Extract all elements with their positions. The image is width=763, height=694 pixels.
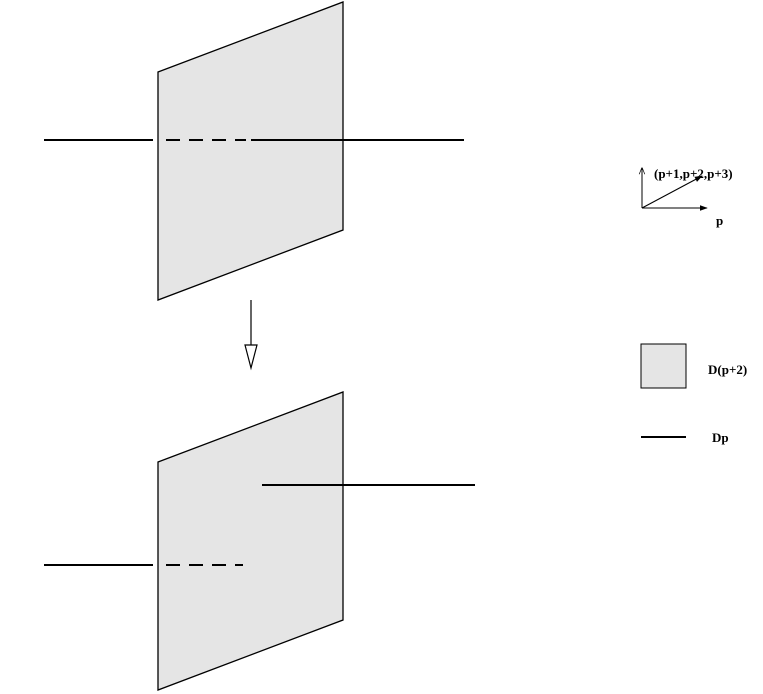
legend: D(p+2) Dp [640,343,747,445]
horizontal-axis-label: p [716,213,723,228]
transition-arrow [244,300,258,371]
transition-arrow-head [244,344,258,371]
legend-brane-label: D(p+2) [708,362,747,377]
bottom-configuration [44,391,475,691]
bottom-dp2-brane [157,391,344,691]
diagonal-axis [641,175,703,209]
top-configuration [44,1,464,301]
vertical-axis-label: (p+1,p+2,p+3) [654,166,733,181]
legend-brane-swatch [640,343,687,389]
top-dp2-brane [157,1,344,301]
coordinate-axes: (p+1,p+2,p+3) p [642,166,733,228]
legend-line-label: Dp [712,430,729,445]
